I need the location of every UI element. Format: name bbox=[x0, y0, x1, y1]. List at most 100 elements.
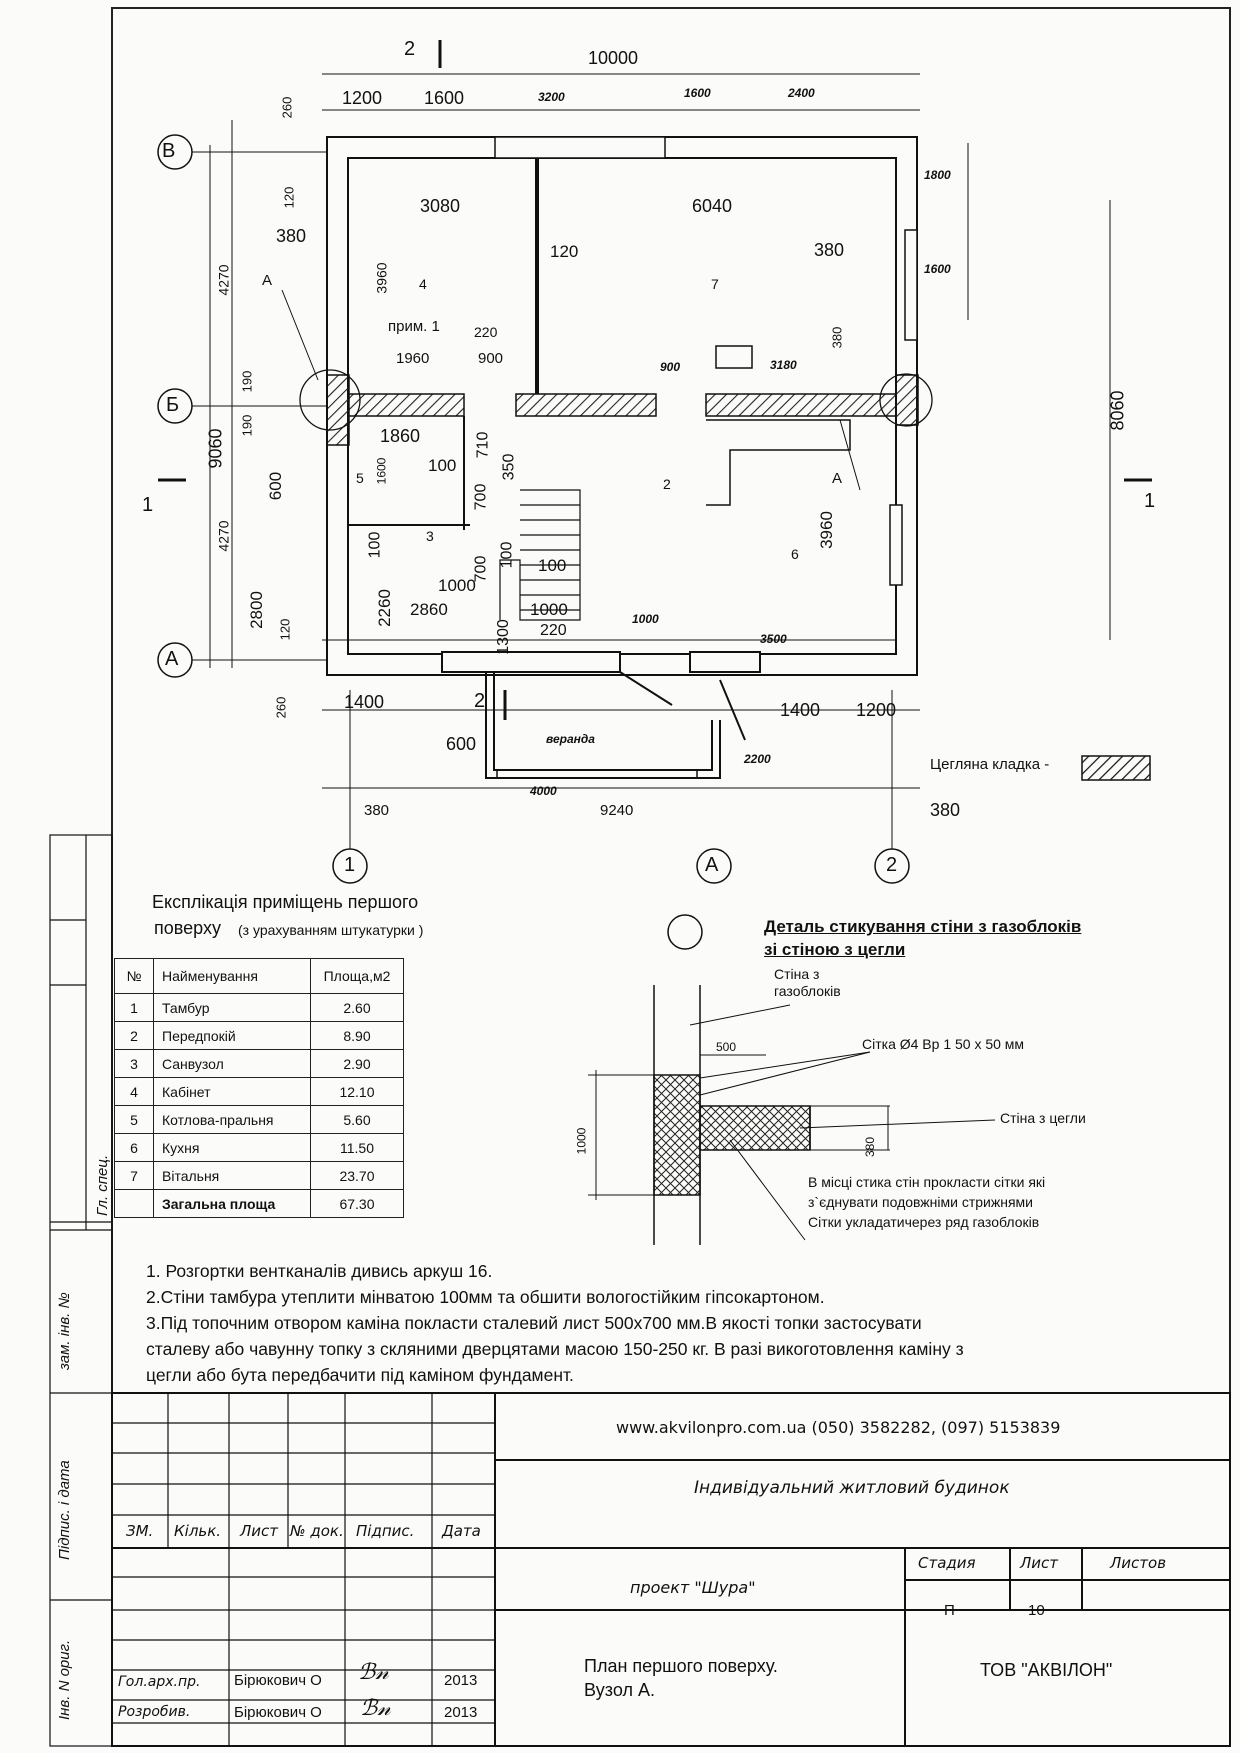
axis-2: 2 bbox=[886, 854, 898, 876]
dim-4000: 4000 bbox=[530, 784, 557, 798]
dim-3180: 3180 bbox=[770, 358, 797, 372]
section-mark-1-right: 1 bbox=[1144, 490, 1156, 512]
stamp-drawing-title-2: Вузол А. bbox=[584, 1680, 655, 1700]
explication-title-2: поверху bbox=[154, 918, 221, 938]
row-area: 12.10 bbox=[310, 1077, 404, 1106]
staircase bbox=[499, 489, 581, 621]
detail-node-a bbox=[588, 985, 996, 1245]
row-area: 8.90 bbox=[310, 1021, 404, 1050]
stamp-col-sheet: Лист bbox=[240, 1522, 279, 1540]
note-prim-1: прим. 1 bbox=[388, 318, 440, 335]
room-5: 5 bbox=[356, 470, 364, 486]
axis-1: 1 bbox=[344, 854, 356, 876]
stamp-sheet-header: Лист bbox=[1020, 1554, 1059, 1572]
dim-2860: 2860 bbox=[410, 600, 448, 619]
dim-1000c: 1000 bbox=[632, 612, 659, 626]
dim-380-left: 380 bbox=[364, 802, 390, 819]
dim-220b: 220 bbox=[540, 622, 567, 639]
stamp-sheet: 10 bbox=[1028, 1602, 1045, 1619]
dim-190b: 190 bbox=[239, 414, 255, 437]
dim-1200: 1200 bbox=[342, 88, 383, 108]
stamp-stage: П bbox=[944, 1602, 955, 1619]
legend-brick-label: Цегляна кладка - bbox=[930, 756, 1050, 773]
row-name: Передпокій bbox=[153, 1021, 311, 1050]
detail-title: Деталь стикування стіни з газоблоків bbox=[764, 917, 1082, 936]
dim-380-right: 380 bbox=[930, 800, 961, 820]
note-3: 3.Під топочним отвором каміна покласти с… bbox=[146, 1313, 922, 1333]
total-value: 67.30 bbox=[310, 1189, 404, 1218]
dim-1400b: 1400 bbox=[780, 700, 821, 720]
detail-dim-380: 380 bbox=[863, 1136, 878, 1158]
room-6: 6 bbox=[791, 546, 799, 562]
title-block bbox=[111, 1392, 1231, 1747]
brick-legend-swatch bbox=[1081, 755, 1151, 781]
dim-120a: 120 bbox=[281, 186, 297, 209]
dim-overall: 10000 bbox=[588, 48, 639, 68]
row-number: 1 bbox=[114, 993, 154, 1022]
dim-100d: 100 bbox=[538, 556, 567, 575]
stamp-role-1: Гол.арх.пр. bbox=[118, 1674, 201, 1690]
stamp-year-1: 2013 bbox=[444, 1672, 478, 1689]
dim-100b: 100 bbox=[366, 531, 384, 559]
row-area: 11.50 bbox=[310, 1133, 404, 1162]
dim-3200: 3200 bbox=[538, 90, 565, 104]
col-name: Найменування bbox=[153, 958, 311, 994]
dim-260b: 260 bbox=[273, 696, 289, 719]
dim-2200: 2200 bbox=[744, 752, 771, 766]
dim-9060: 9060 bbox=[205, 428, 226, 469]
grid-axes bbox=[157, 134, 910, 950]
section-mark-1-left: 1 bbox=[142, 494, 154, 516]
table-header: № Найменування Площа,м2 bbox=[114, 958, 404, 994]
node-a-mark bbox=[299, 369, 361, 431]
dim-120: 120 bbox=[550, 242, 579, 261]
dim-1860: 1860 bbox=[380, 426, 421, 446]
node-label-a: А bbox=[832, 470, 843, 487]
row-name: Кухня bbox=[153, 1133, 311, 1162]
room-2: 2 bbox=[663, 476, 671, 492]
side-gl-spec: Гл. спец. bbox=[94, 1154, 111, 1216]
col-number: № bbox=[114, 958, 154, 994]
row-number: 4 bbox=[114, 1077, 154, 1106]
stamp-object: Індивідуальний житловий будинок bbox=[694, 1478, 1010, 1498]
side-pidpis: Підпис. і дата bbox=[56, 1460, 73, 1560]
dim-220: 220 bbox=[474, 324, 498, 340]
dim-900: 900 bbox=[478, 350, 504, 367]
stamp-year-2: 2013 bbox=[444, 1704, 478, 1721]
detail-title-2: зі стіною з цегли bbox=[764, 940, 906, 959]
dim-4270a: 4270 bbox=[215, 264, 232, 296]
dim-1960: 1960 bbox=[396, 350, 430, 367]
detail-note-1: В місці стика стін прокласти сітки які bbox=[808, 1174, 1046, 1190]
detail-note-3: Сітки укладатичерез ряд газоблоків bbox=[808, 1214, 1040, 1230]
label-wall-brick: Стіна з цегли bbox=[1000, 1110, 1086, 1126]
dim-710: 710 bbox=[474, 431, 492, 459]
dim-8060: 8060 bbox=[1107, 390, 1128, 431]
dim-900b: 900 bbox=[660, 360, 681, 374]
fireplace bbox=[715, 345, 753, 369]
stamp-project: проект "Шура" bbox=[630, 1578, 756, 1597]
dim-3960r: 3960 bbox=[816, 511, 836, 549]
general-notes: 1. Розгортки вентканалів дивись аркуш 16… bbox=[146, 1258, 1146, 1388]
stamp-name-2: Бірюкович О bbox=[234, 1704, 322, 1721]
row-name: Кабінет bbox=[153, 1077, 311, 1106]
dim-260a: 260 bbox=[279, 96, 295, 119]
label-wall-gas: Стіна з газоблоків bbox=[774, 966, 841, 999]
veranda bbox=[485, 672, 721, 779]
dim-100a: 100 bbox=[428, 456, 457, 475]
dim-4270b: 4270 bbox=[215, 520, 232, 552]
signature-2: ℬ𝓃 bbox=[360, 1696, 391, 1721]
dim-1200b: 1200 bbox=[856, 700, 897, 720]
detail-dim-1000: 1000 bbox=[574, 1127, 589, 1155]
stamp-role-2: Розробив. bbox=[118, 1704, 191, 1720]
dim-380-vert: 380 bbox=[829, 326, 845, 349]
dim-1400: 1400 bbox=[344, 692, 385, 712]
stamp-col-zm: ЗМ. bbox=[126, 1522, 154, 1540]
col-area: Площа,м2 bbox=[310, 958, 404, 994]
dim-1000b: 1000 bbox=[530, 600, 568, 619]
dim-700: 700 bbox=[472, 483, 490, 511]
